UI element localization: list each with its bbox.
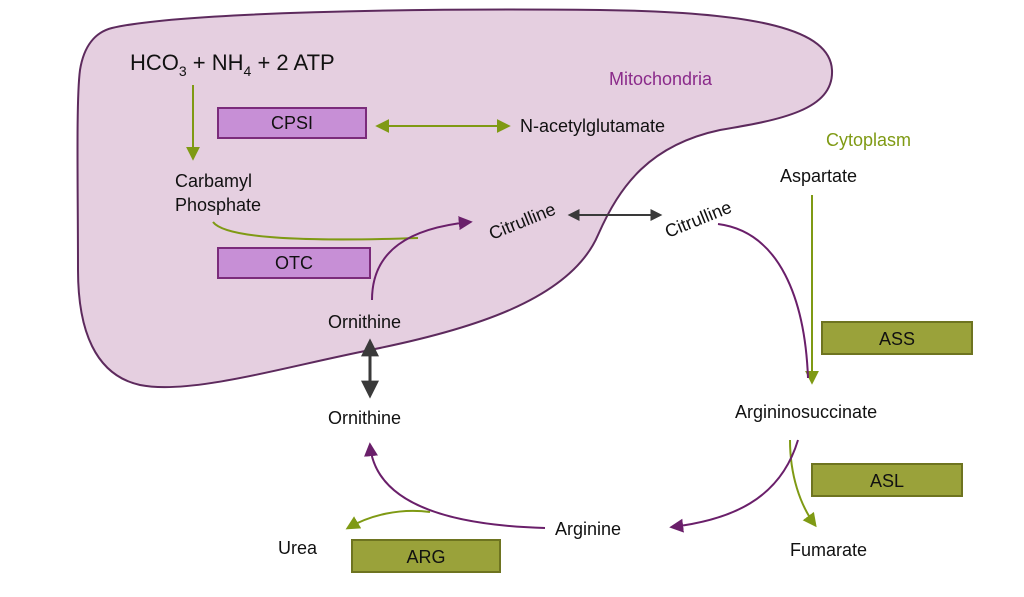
carbamyl-phosphate-line2: Phosphate <box>175 195 261 215</box>
arrow-arginine-to-ornithine <box>364 442 546 529</box>
nh-subscript: 4 <box>244 63 252 79</box>
atp-text: + 2 ATP <box>251 50 334 75</box>
mitochondria-label: Mitochondria <box>609 69 713 89</box>
mitochondria-region <box>76 8 834 389</box>
otc-label: OTC <box>275 253 313 273</box>
cps1-label: CPSI <box>271 113 313 133</box>
arrow-to-fumarate <box>789 439 817 528</box>
ornithine-cytoplasm-label: Ornithine <box>328 408 401 428</box>
arg-label: ARG <box>406 547 445 567</box>
aspartate-label: Aspartate <box>780 166 857 186</box>
carbamyl-phosphate-line1: Carbamyl <box>175 171 252 191</box>
otc-enzyme-box <box>217 247 371 279</box>
reactants-equation: HCO3 + NH4 + 2 ATP <box>130 50 335 79</box>
argininosuccinate-label: Argininosuccinate <box>735 402 877 422</box>
urea-label: Urea <box>278 538 318 558</box>
arrow-argininosuccinate-to-arginine <box>669 439 799 533</box>
citrulline-cytoplasm-label: Citrulline <box>662 197 734 242</box>
asl-label: ASL <box>870 471 904 491</box>
arrow-citrulline-to-argininosuccinate <box>717 223 809 379</box>
hco-subscript: 3 <box>179 63 187 79</box>
hco-text: HCO <box>130 50 179 75</box>
nh-text: + NH <box>187 50 244 75</box>
cps1-enzyme-box <box>217 107 367 139</box>
arrow-ornithine-to-citrulline <box>371 216 473 301</box>
cytoplasm-label: Cytoplasm <box>826 130 911 150</box>
ass-label: ASS <box>879 329 915 349</box>
arrow-to-urea <box>345 509 431 530</box>
ornithine-mitochondria-label: Ornithine <box>328 312 401 332</box>
n-acetylglutamate-label: N-acetylglutamate <box>520 116 665 136</box>
fumarate-label: Fumarate <box>790 540 867 560</box>
arg-enzyme-box <box>351 539 501 573</box>
ass-enzyme-box <box>821 321 973 355</box>
asl-enzyme-box <box>811 463 963 497</box>
arginine-label: Arginine <box>555 519 621 539</box>
arrow-carbamyl-to-citrulline <box>212 221 419 241</box>
